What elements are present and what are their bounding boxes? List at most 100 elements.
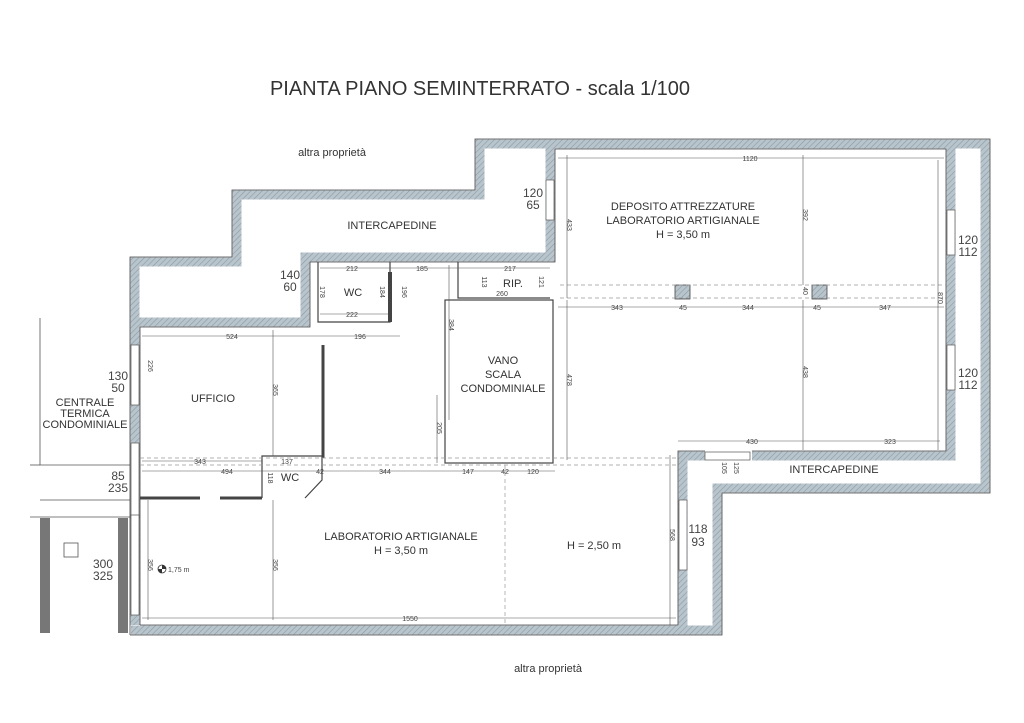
dimension-label: 478 [565,374,572,386]
dimension-label: 323 [884,439,896,446]
dimension-lines [142,155,944,625]
dimension-label: 1120 [742,156,757,163]
dimension-label: 65 [526,198,540,212]
dimension-label: 125 [732,462,739,474]
partitions [140,262,554,500]
dimension-label: 433 [565,219,572,231]
room-label-laboratorio-height: H = 3,50 m [374,545,428,557]
neighbor-bottom-label: altra proprietà [514,663,583,675]
level-label: 1,75 m [168,567,190,574]
exterior-left [30,318,130,558]
dimension-label: 147 [462,469,474,476]
dimension-label: 196 [354,334,366,341]
dimension-label: 118 [688,522,707,536]
dimension-label: 300 [93,557,113,571]
dimension-label: 196 [400,286,407,298]
dimension-label: 205 [435,422,442,434]
shaft-square [63,542,79,558]
room-label-centrale-2: TERMICA [60,408,110,420]
dimension-label: 120 [958,233,978,247]
dimension-label: 93 [691,535,705,549]
neighbor-top-label: altra proprietà [298,147,367,159]
level-marker-icon [157,564,167,574]
wall-outlines [129,138,991,636]
dimension-label: 120 [527,469,539,476]
dimension-label: 60 [283,280,297,294]
room-label-wc-small: WC [281,472,299,484]
room-label-wc-top: WC [344,287,362,299]
room-label-deposito-1: DEPOSITO ATTREZZATURE [611,201,755,213]
stair-grates [40,518,128,633]
dimension-label: 42 [501,469,509,476]
dimension-label: 226 [146,360,153,372]
dimension-label: 118 [266,472,273,483]
dimension-label: 50 [111,381,125,395]
dimension-label: 235 [108,481,128,495]
room-label-intercapedine-right: INTERCAPEDINE [789,464,878,476]
dimension-label: 870 [936,292,943,304]
room-label-centrale-3: CONDOMINIALE [43,419,128,431]
room-label-vano-1: VANO [488,355,519,367]
dimension-label: 1550 [402,616,418,623]
room-label-deposito-2: LABORATORIO ARTIGIANALE [606,215,759,227]
dimension-label: 45 [813,305,821,312]
dimension-label: 392 [801,209,808,221]
plan-title: PIANTA PIANO SEMINTERRATO - scala 1/100 [270,78,690,100]
room-label-rip: RIP. [503,278,523,290]
dimension-label: 184 [378,286,385,298]
room-label-vano-2: SCALA [485,369,522,381]
dimension-label: 130 [108,369,128,383]
dimension-label: 343 [194,459,206,466]
dimension-label: 343 [611,305,623,312]
room-label-h250: H = 2,50 m [567,540,621,552]
walls [130,139,990,635]
room-labels: INTERCAPEDINE INTERCAPEDINE DEPOSITO ATT… [43,201,879,574]
deposito-lower-wall [678,451,705,630]
beam-lines [140,284,946,625]
dimension-label: 113 [480,276,487,287]
dimension-label: 105 [720,462,727,474]
dimension-label: 185 [416,266,428,273]
room-label-vano-3: CONDOMINIALE [461,383,546,395]
dimension-label: 430 [746,439,758,446]
dimension-label: 112 [958,378,977,392]
dimension-label: 356 [271,559,278,571]
dimension-label: 356 [146,559,153,571]
dimension-label: 494 [221,469,233,476]
dimension-label: 120 [958,366,978,380]
dimension-label: 217 [504,266,516,273]
room-label-centrale-1: CENTRALE [56,397,115,409]
room-label-deposito-height: H = 3,50 m [656,229,710,241]
dimension-label: 112 [958,245,977,259]
deposito-right-wall [752,148,956,461]
dimension-label: 120 [523,186,543,200]
room-label-laboratorio: LABORATORIO ARTIGIANALE [324,531,477,543]
dimension-label: 222 [346,312,358,319]
room-label-intercapedine-top: INTERCAPEDINE [347,220,436,232]
room-label-ufficio: UFFICIO [191,393,235,405]
windows [130,179,956,616]
outer-wall [130,139,990,635]
dimension-label: 121 [537,276,544,288]
dimension-label: 438 [801,366,808,378]
dimension-label: 568 [668,529,675,541]
dimension-label: 325 [93,569,113,583]
dimension-label: 42 [316,469,324,476]
dimension-label: 365 [271,384,278,396]
dimension-label: 85 [111,469,125,483]
dimension-label: 384 [447,319,454,331]
dimension-label: 137 [281,459,293,466]
dimension-label: 178 [318,286,325,298]
dimension-label: 260 [496,291,508,298]
dimension-label: 524 [226,334,238,341]
dimension-label: 140 [280,268,300,282]
dimension-label: 40 [801,287,808,295]
intercapedine-wall-top [135,144,555,327]
dimension-label: 344 [379,469,391,476]
dimension-label: 347 [879,305,891,312]
dimension-label: 212 [346,266,358,273]
dimension-label: 344 [742,305,754,312]
dimension-label: 45 [679,305,687,312]
